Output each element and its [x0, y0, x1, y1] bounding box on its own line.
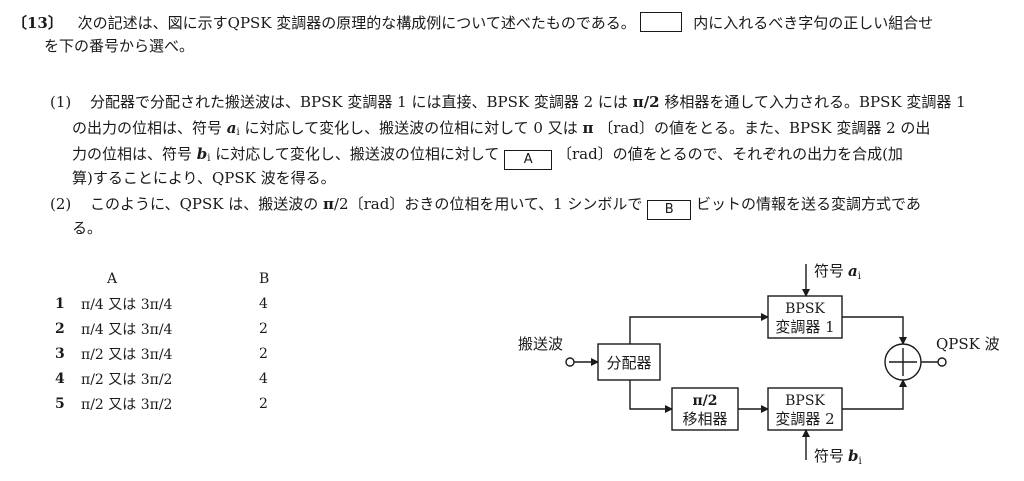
item1-line2: の出力の位相は、符号 ai に対応して変化し、搬送波の位相に対して 0 又は π… — [72, 119, 931, 138]
item1-line4: 算)することにより、QPSK 波を得る。 — [72, 169, 336, 187]
bpsk1-to-adder-wire — [842, 316, 907, 345]
upper-branch-wire — [629, 313, 769, 344]
phase-shifter-label-2: 移相器 — [682, 410, 727, 428]
bpsk2-label-1: BPSK — [785, 393, 825, 409]
option-row[interactable]: 5 π/2 又は 3π/2 2 — [55, 395, 268, 413]
option-row[interactable]: 2 π/4 又は 3π/4 2 — [55, 320, 268, 338]
header-b: B — [259, 270, 270, 287]
splitter-box — [597, 343, 661, 381]
blank-a: A — [504, 150, 553, 170]
bpsk1-box — [767, 295, 843, 339]
question-intro-line1: 〔13〕 次の記述は、図に示すQPSK 変調器の原理的な構成例について述べたもの… — [12, 12, 934, 32]
header-a: A — [107, 270, 118, 287]
lower-branch-wire — [629, 380, 673, 413]
item2-line1: (2) このように、QPSK は、搬送波の π/2〔rad〕おきの位相を用いて、… — [50, 194, 921, 220]
option-row[interactable]: 3 π/2 又は 3π/4 2 — [55, 345, 268, 363]
question-number: 〔13〕 — [12, 14, 63, 32]
splitter-label: 分配器 — [606, 354, 651, 372]
answer-options-table: A B 1 π/4 又は 3π/4 4 2 π/4 又は 3π/4 2 3 π/… — [55, 266, 289, 416]
item2-line2: る。 — [72, 219, 103, 237]
item1-line3: 力の位相は、符号 bi に対応して変化し、搬送波の位相に対して A 〔rad〕の… — [72, 144, 903, 170]
bpsk2-label-2: 変調器 2 — [775, 410, 834, 428]
item1-marker: (1) — [50, 93, 72, 111]
option-row[interactable]: 4 π/2 又は 3π/2 4 — [55, 370, 268, 388]
bpsk1-label-2: 変調器 1 — [775, 318, 834, 336]
option-row[interactable]: 1 π/4 又は 3π/4 4 — [55, 295, 268, 313]
carrier-label: 搬送波 — [518, 335, 563, 353]
bpsk2-box — [767, 387, 843, 431]
question-intro-line2: を下の番号から選べ。 — [44, 37, 195, 55]
output-terminal — [937, 357, 947, 367]
blank-b: B — [647, 200, 692, 220]
input-terminal — [565, 357, 575, 367]
output-label: QPSK 波 — [936, 335, 1000, 353]
phase-shifter-label-1: π/2 — [692, 393, 717, 409]
options-header-row: A B — [55, 266, 289, 291]
bpsk1-label-1: BPSK — [785, 301, 825, 317]
bpsk2-to-adder-wire — [842, 379, 907, 410]
blank-box — [640, 12, 683, 32]
item2-marker: (2) — [50, 195, 72, 213]
item1-line1: (1) 分配器で分配された搬送波は、BPSK 変調器 1 には直接、BPSK 変… — [50, 93, 966, 111]
